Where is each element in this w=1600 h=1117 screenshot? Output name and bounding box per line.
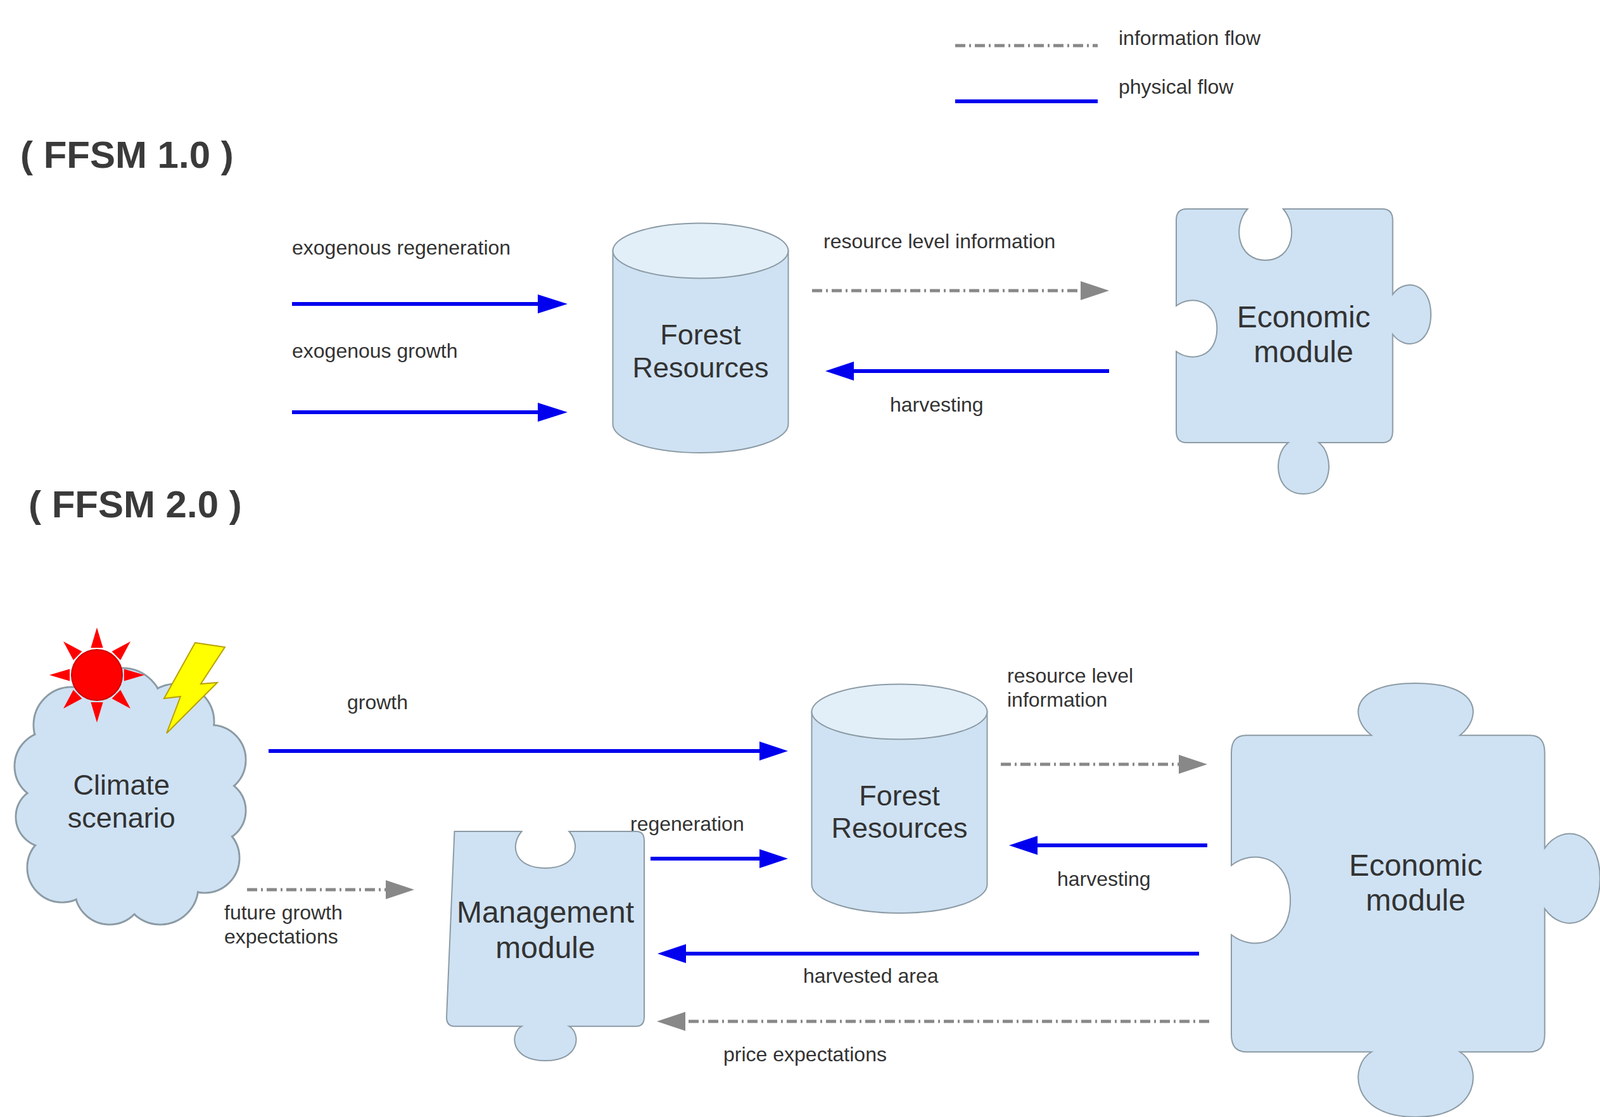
legend-info-sample	[955, 45, 1098, 47]
information-flow-arrow	[247, 880, 415, 900]
physical-flow-arrow	[825, 361, 1110, 381]
information-flow-arrow	[812, 281, 1110, 301]
edge-label: resource level information	[823, 229, 1056, 254]
node-label: Forest Resources	[621, 318, 780, 385]
edge-label: harvested area	[803, 964, 939, 989]
legend-text: information flow	[1118, 25, 1261, 51]
edge-label: harvesting	[1057, 867, 1151, 892]
section-heading: ( FFSM 2.0 )	[28, 482, 242, 527]
edge-label: growth	[347, 690, 408, 715]
legend-physical-sample	[955, 101, 1098, 102]
information-flow-arrow	[1000, 755, 1208, 775]
node-label: Economic module	[1208, 299, 1399, 370]
flow-label: exogenous regeneration	[292, 235, 511, 260]
exogenous-growth-arrow	[292, 402, 568, 422]
edge-label: price expectations	[723, 1042, 887, 1067]
edge-label: future growth expectations	[224, 900, 364, 950]
node-label: Climate scenario	[26, 768, 217, 835]
cylinder-store: Forest Resources	[810, 683, 989, 914]
physical-flow-arrow	[268, 741, 788, 761]
puzzle-module: Economic module	[1176, 209, 1431, 495]
puzzle-module: Economic module	[1231, 683, 1600, 1117]
physical-flow-arrow	[657, 944, 1200, 964]
node-label: Forest Resources	[820, 779, 979, 846]
node-label: Management module	[450, 895, 641, 965]
exogenous-regeneration-arrow	[292, 294, 568, 314]
section-heading: ( FFSM 1.0 )	[20, 133, 234, 177]
physical-flow-arrow	[650, 849, 788, 869]
node-label: Economic module	[1320, 848, 1511, 918]
puzzle-module: Management module	[446, 831, 645, 1061]
legend-text: physical flow	[1118, 74, 1234, 99]
edge-label: resource level information	[1007, 663, 1160, 713]
cylinder-store: Forest Resources	[611, 222, 790, 453]
information-flow-arrow	[656, 1012, 1210, 1032]
physical-flow-arrow	[1009, 836, 1208, 856]
flow-label: exogenous growth	[292, 338, 458, 363]
edge-label: regeneration	[630, 812, 745, 837]
cloud-shape: Climate scenario	[14, 614, 248, 927]
edge-label: harvesting	[889, 392, 984, 417]
